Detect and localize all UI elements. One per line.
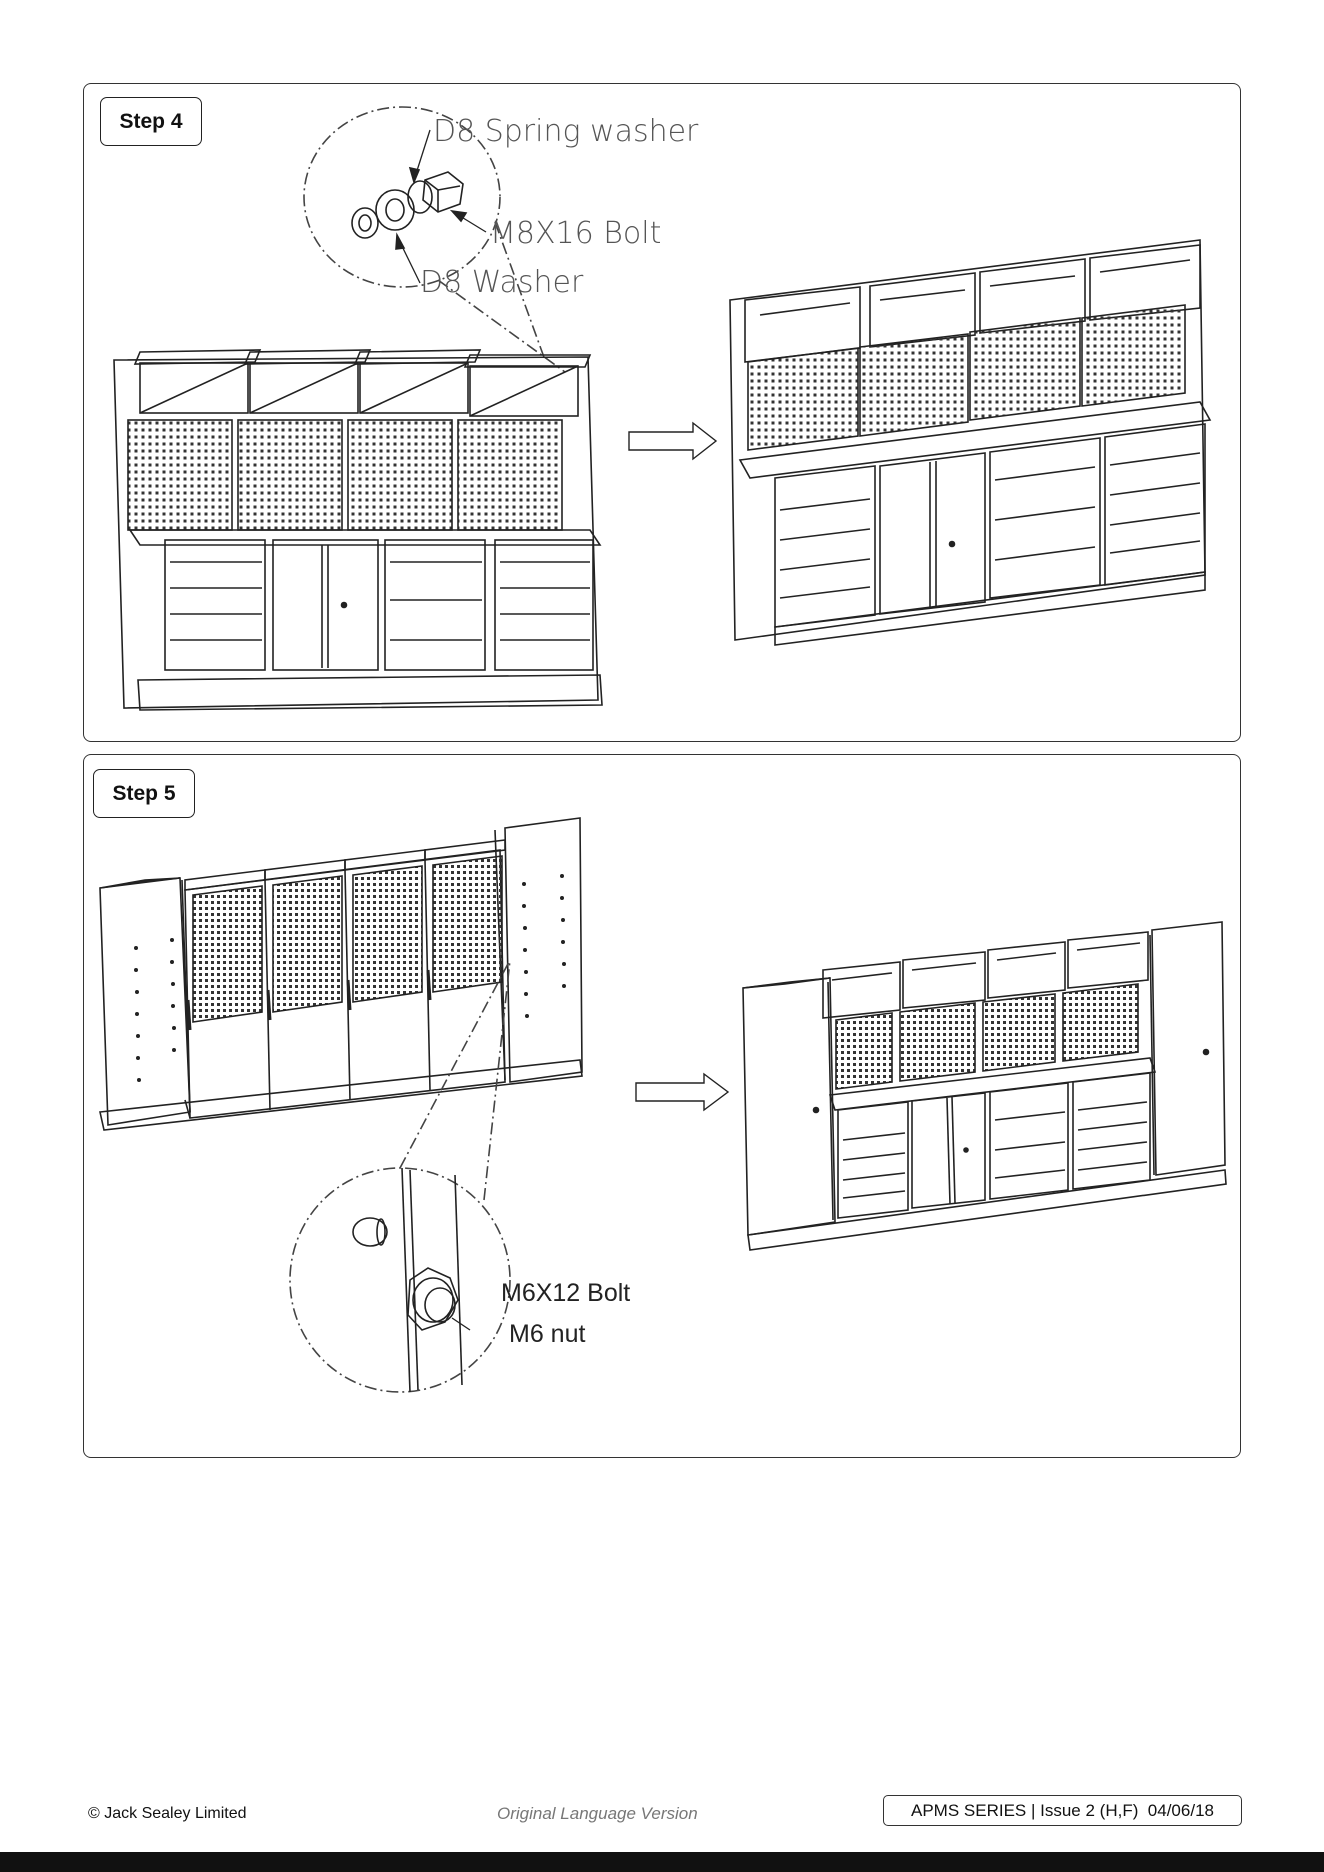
footer-language-version: Original Language Version [497,1804,698,1824]
step-5-arrow [636,1074,728,1110]
bottom-edge-bar [0,1852,1324,1872]
step-5-right-assembly [743,922,1226,1250]
step-5-illustration: M6X12 Bolt M6 nut [0,0,1324,1450]
m6-bolt-magnifier [290,960,510,1392]
footer-series-box: APMS SERIES | Issue 2 (H,F) 04/06/18 [883,1795,1242,1826]
footer-series-text: APMS SERIES | Issue 2 (H,F) 04/06/18 [911,1801,1214,1821]
callout-m6-bolt: M6X12 Bolt [501,1279,630,1307]
footer-copyright: © Jack Sealey Limited [88,1805,247,1823]
step-5-left-assembly [100,818,582,1130]
callout-m6-nut: M6 nut [509,1320,585,1348]
